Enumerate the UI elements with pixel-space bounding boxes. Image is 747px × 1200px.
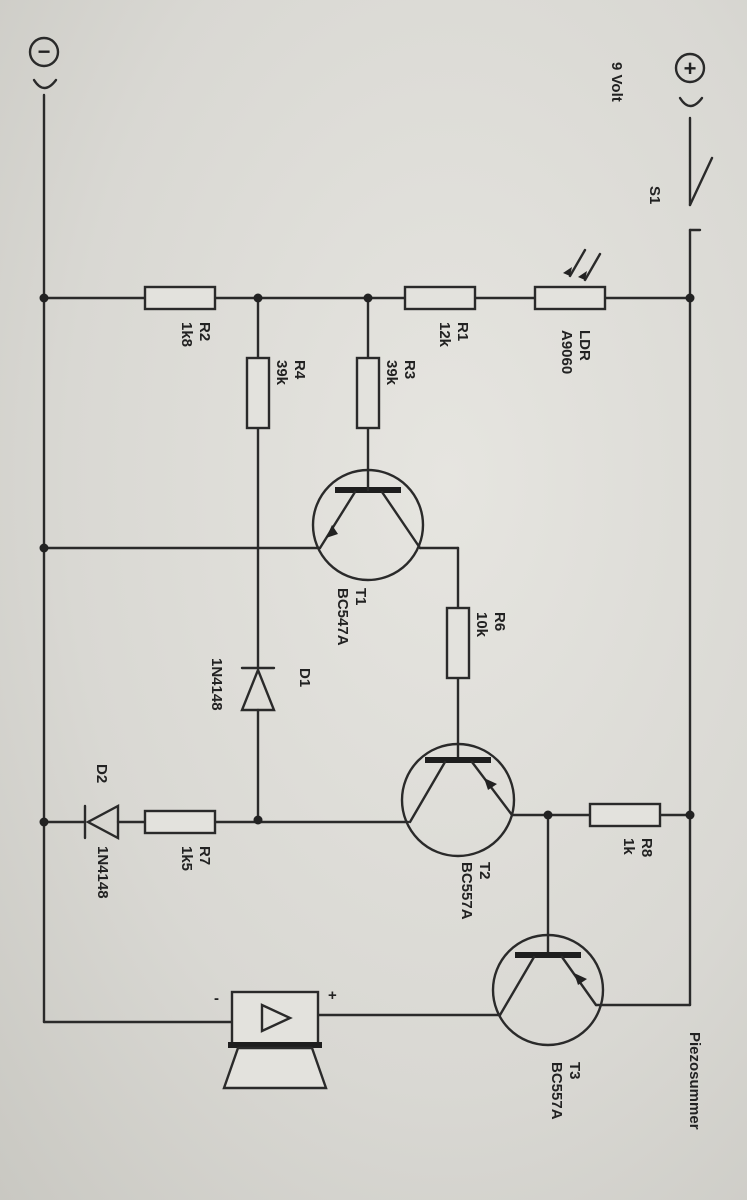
r2-ref: R2: [196, 322, 213, 341]
diode-d1: D1 1N4148: [208, 658, 313, 712]
t3-ref: T3: [566, 1062, 583, 1080]
r4-value: 39k: [273, 360, 290, 386]
t2-ref: T2: [476, 862, 493, 880]
r7-ref: R7: [196, 846, 213, 865]
resistor-r4: R4 39k: [245, 356, 308, 430]
resistor-r3: R3 39k: [355, 356, 418, 430]
negative-symbol: −: [38, 39, 51, 64]
d1-value: 1N4148: [208, 658, 225, 711]
resistor-r6: R6 10k: [445, 606, 508, 680]
r6-ref: R6: [491, 612, 508, 631]
r2-value: 1k8: [178, 322, 195, 347]
d1-ref: D1: [296, 668, 313, 687]
d2-value: 1N4148: [94, 846, 111, 899]
junction-dots: [39, 293, 695, 827]
r4-ref: R4: [291, 360, 308, 380]
r7-value: 1k5: [178, 846, 195, 871]
r6-value: 10k: [473, 612, 490, 638]
transistor-t1: T1 BC547A: [311, 468, 425, 646]
wires: [42, 93, 692, 1024]
buzzer-label: Piezosummer: [686, 1032, 703, 1130]
negative-terminal: −: [28, 36, 60, 90]
buzzer-plus: +: [328, 987, 337, 1004]
t3-value: BC557A: [548, 1062, 565, 1120]
switch-s1: S1: [646, 156, 714, 232]
transistor-t3: T3 BC557A: [491, 933, 605, 1120]
resistor-r2: R2 1k8: [143, 285, 217, 347]
t1-value: BC547A: [334, 588, 351, 646]
r1-ref: R1: [454, 322, 471, 341]
t2-value: BC557A: [458, 862, 475, 920]
buzzer-minus: -: [214, 990, 219, 1007]
r1-value: 12k: [436, 322, 453, 348]
r3-ref: R3: [401, 360, 418, 379]
ldr: LDR A9060: [533, 248, 607, 374]
diode-d2: D2 1N4148: [83, 764, 120, 899]
piezo-buzzer: + - Piezosummer: [214, 987, 703, 1130]
positive-terminal: +: [674, 52, 706, 108]
t1-ref: T1: [352, 588, 369, 606]
resistor-r1: R1 12k: [403, 285, 477, 348]
resistor-r8: R8 1k: [588, 802, 662, 857]
positive-symbol: +: [684, 56, 697, 81]
ldr-value: A9060: [558, 330, 575, 374]
r8-ref: R8: [638, 838, 655, 857]
transistor-t2: T2 BC557A: [400, 742, 516, 920]
s1-label: S1: [646, 186, 663, 204]
r8-value: 1k: [620, 838, 637, 855]
ldr-ref: LDR: [576, 330, 593, 361]
d2-ref: D2: [93, 764, 110, 783]
resistor-r7: R7 1k5: [143, 809, 217, 871]
r3-value: 39k: [383, 360, 400, 386]
supply-voltage-label: 9 Volt: [608, 62, 625, 102]
